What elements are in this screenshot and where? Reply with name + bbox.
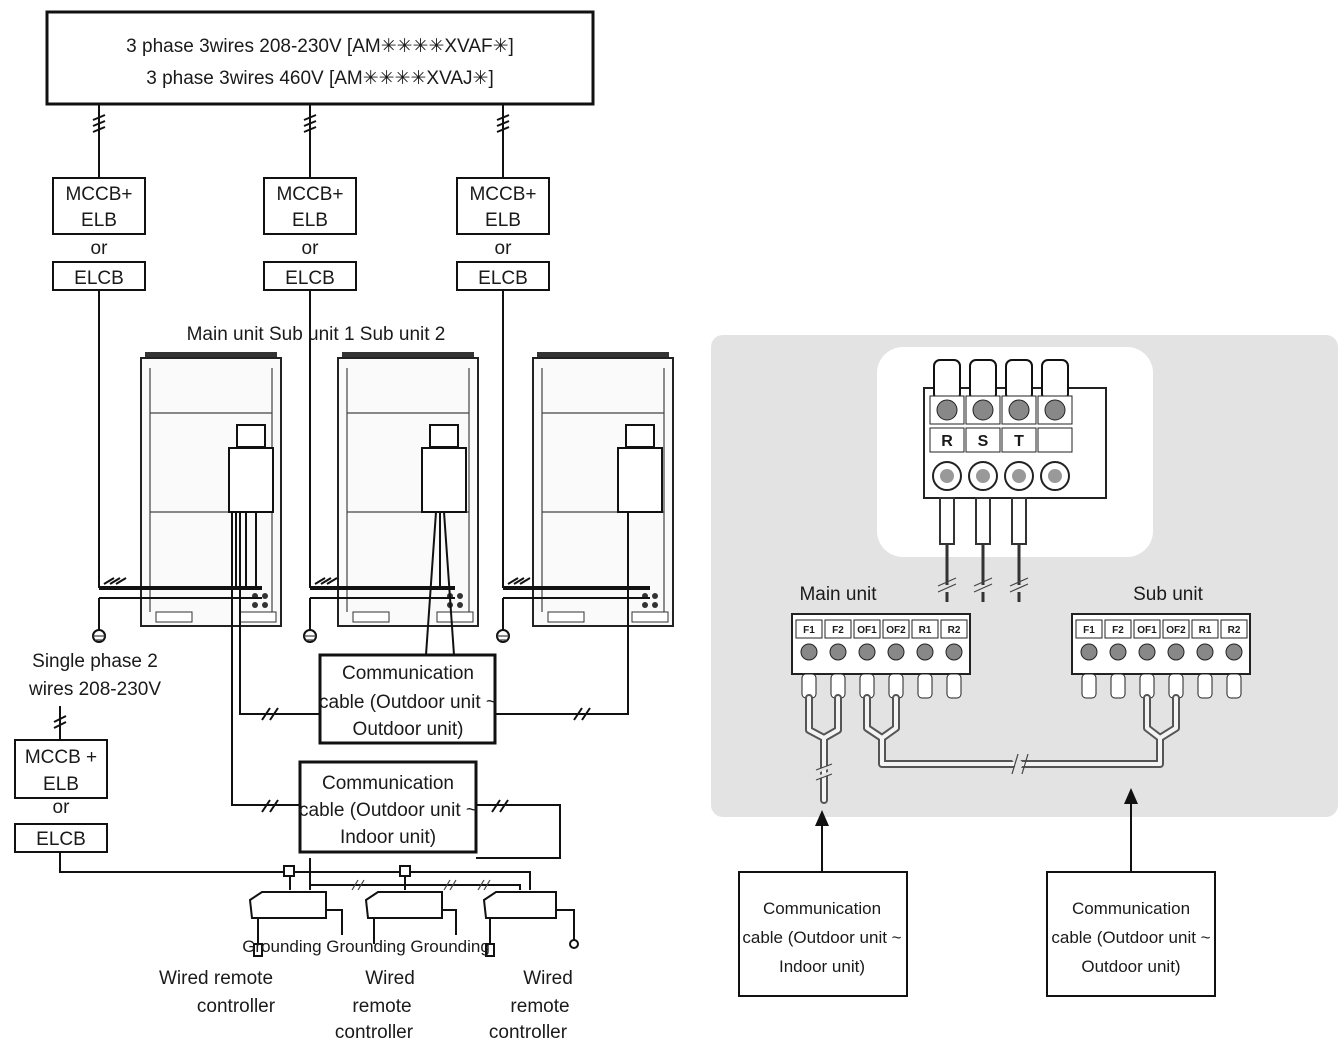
units-label: Main unit Sub unit 1 Sub unit 2 (187, 324, 446, 345)
outdoor-unit-sub-2 (532, 352, 674, 627)
ground-symbol (92, 629, 510, 643)
svg-text:OF2: OF2 (886, 625, 906, 636)
svg-text:MCCB +: MCCB + (25, 747, 97, 768)
svg-text:wires 208-230V: wires 208-230V (28, 679, 161, 700)
svg-text:ELB: ELB (43, 774, 79, 795)
svg-text:Outdoor unit): Outdoor unit) (353, 719, 464, 740)
comm-outdoor-outdoor-wiring (239, 512, 629, 721)
sub-unit-terminal-label: Sub unit (1133, 584, 1203, 605)
outdoor-unit-sub-1 (337, 352, 479, 627)
svg-text:cable (Outdoor unit ~: cable (Outdoor unit ~ (1051, 928, 1210, 947)
svg-text:or: or (495, 238, 513, 259)
svg-text:or: or (53, 797, 71, 818)
power-supply-line1: 3 phase 3wires 208-230V [AM✳✳✳✳XVAF✳] (126, 36, 514, 57)
arrow-indoor (815, 810, 829, 872)
svg-text:controller: controller (489, 1022, 568, 1043)
breaker-output-wires (98, 290, 504, 588)
svg-text:Indoor unit): Indoor unit) (340, 827, 436, 848)
svg-text:ELCB: ELCB (36, 829, 86, 850)
comm-box-outdoor-right: Communication cable (Outdoor unit ~ Outd… (1046, 871, 1216, 997)
svg-text:R1: R1 (919, 625, 932, 636)
svg-text:Communication: Communication (1072, 899, 1190, 918)
outdoor-unit-main (140, 352, 282, 627)
svg-text:ELCB: ELCB (285, 268, 335, 289)
terminal-panel: R S T Main unit Sub unit (711, 335, 1338, 817)
svg-text:S: S (978, 433, 989, 450)
svg-text:F1: F1 (1083, 625, 1095, 636)
indoor-unit-wiring (283, 858, 531, 891)
unit-power-wiring (92, 511, 650, 656)
sub-comm-terminal-block: F1 F2 OF1 OF2 R1 R2 (1071, 613, 1251, 699)
svg-text:Communication: Communication (763, 899, 881, 918)
svg-text:remote: remote (510, 996, 569, 1017)
breaker-2: MCCB+ ELB or ELCB (263, 177, 357, 291)
svg-text:F1: F1 (803, 625, 815, 636)
comm-box-indoor-right: Communication cable (Outdoor unit ~ Indo… (738, 871, 908, 997)
svg-text:ELCB: ELCB (478, 268, 528, 289)
power-supply-line2: 3 phase 3wires 460V [AM✳✳✳✳XVAJ✳] (146, 68, 494, 89)
svg-text:cable (Outdoor unit ~: cable (Outdoor unit ~ (742, 928, 901, 947)
svg-text:cable (Outdoor unit ~: cable (Outdoor unit ~ (319, 692, 497, 713)
comm-box-outdoor-left: Communication cable (Outdoor unit ~ Outd… (318, 653, 497, 745)
indoor-unit-3 (482, 891, 579, 957)
svg-text:MCCB+: MCCB+ (276, 184, 343, 205)
svg-text:controller: controller (335, 1022, 414, 1043)
supply-wires (92, 104, 510, 178)
svg-text:Wired: Wired (523, 968, 573, 989)
main-unit-terminal-label: Main unit (799, 584, 877, 605)
main-comm-terminal-block: F1 F2 OF1 OF2 R1 R2 (791, 613, 971, 699)
svg-text:Single phase 2: Single phase 2 (32, 651, 158, 672)
svg-text:F2: F2 (1112, 625, 1124, 636)
svg-text:F2: F2 (832, 625, 844, 636)
svg-text:Wired remote: Wired remote (159, 968, 273, 989)
svg-text:R2: R2 (948, 625, 961, 636)
grounding-label: Grounding Grounding Grounding (242, 937, 490, 956)
svg-text:Indoor unit): Indoor unit) (779, 957, 865, 976)
svg-text:Communication: Communication (342, 663, 474, 684)
remote-controller-labels: Wired remote controller Wired remote con… (159, 968, 573, 1043)
svg-text:OF2: OF2 (1166, 625, 1186, 636)
svg-text:Outdoor unit): Outdoor unit) (1081, 957, 1180, 976)
svg-text:Wired: Wired (365, 968, 415, 989)
svg-text:remote: remote (352, 996, 411, 1017)
svg-text:cable (Outdoor unit ~: cable (Outdoor unit ~ (299, 800, 477, 821)
svg-text:OF1: OF1 (1137, 625, 1157, 636)
arrow-outdoor (1124, 788, 1138, 872)
svg-text:ELB: ELB (292, 210, 328, 231)
svg-text:ELCB: ELCB (74, 268, 124, 289)
svg-text:controller: controller (197, 996, 276, 1017)
comm-cables (805, 694, 1180, 804)
breaker-1: MCCB+ ELB or ELCB (52, 177, 146, 291)
indoor-unit-1 (248, 891, 343, 957)
svg-text:Communication: Communication (322, 773, 454, 794)
power-terminal-block: R S T (923, 359, 1107, 602)
breaker-3: MCCB+ ELB or ELCB (456, 177, 550, 291)
single-phase-supply: Single phase 2 wires 208-230V MCCB + ELB… (14, 651, 290, 873)
power-supply-box: 3 phase 3wires 208-230V [AM✳✳✳✳XVAF✳] 3 … (45, 10, 595, 106)
svg-text:R1: R1 (1199, 625, 1212, 636)
svg-text:OF1: OF1 (857, 625, 877, 636)
svg-text:R2: R2 (1228, 625, 1241, 636)
comm-box-indoor-left: Communication cable (Outdoor unit ~ Indo… (298, 760, 478, 854)
svg-text:or: or (91, 238, 109, 259)
svg-text:or: or (302, 238, 320, 259)
svg-text:MCCB+: MCCB+ (469, 184, 536, 205)
svg-text:ELB: ELB (485, 210, 521, 231)
indoor-unit-2 (364, 891, 457, 944)
svg-text:R: R (941, 433, 953, 450)
svg-text:ELB: ELB (81, 210, 117, 231)
svg-text:MCCB+: MCCB+ (65, 184, 132, 205)
svg-text:T: T (1014, 433, 1024, 450)
comm-outdoor-indoor-wiring (231, 512, 561, 859)
